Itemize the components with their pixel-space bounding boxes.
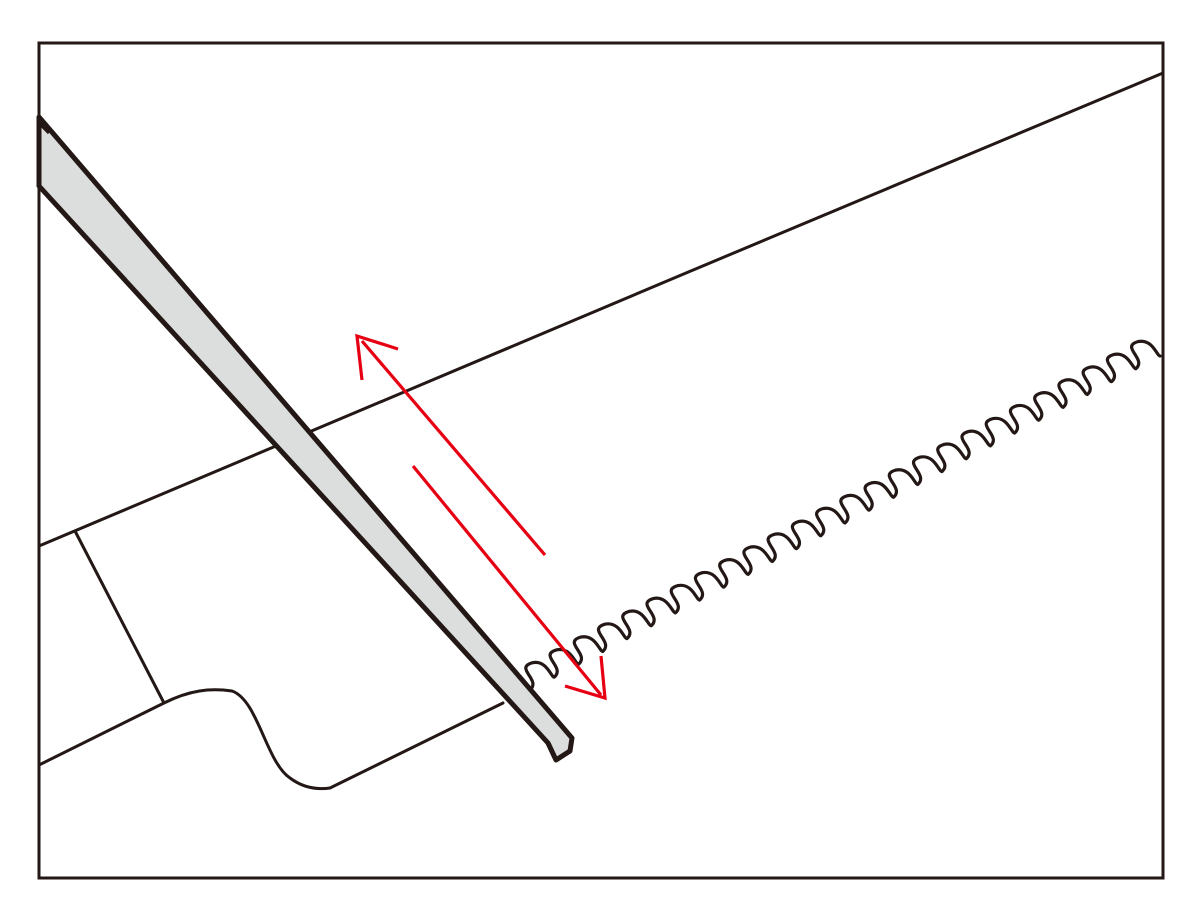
arrow-down-right-icon [564,655,607,701]
grip-outline [37,688,505,791]
frame-border [37,41,1165,880]
tapered-rod [36,114,575,763]
upper-edge-line [38,71,1164,548]
rod-tip-cap [36,118,53,135]
arrow-up-left-icon [355,333,399,381]
serrated-blade-edge [524,339,1162,692]
arrow-down-right-shaft [411,464,603,697]
motion-arrows [355,333,607,701]
arrow-up-left-shaft [360,339,547,557]
grip-divider-line [73,530,166,704]
